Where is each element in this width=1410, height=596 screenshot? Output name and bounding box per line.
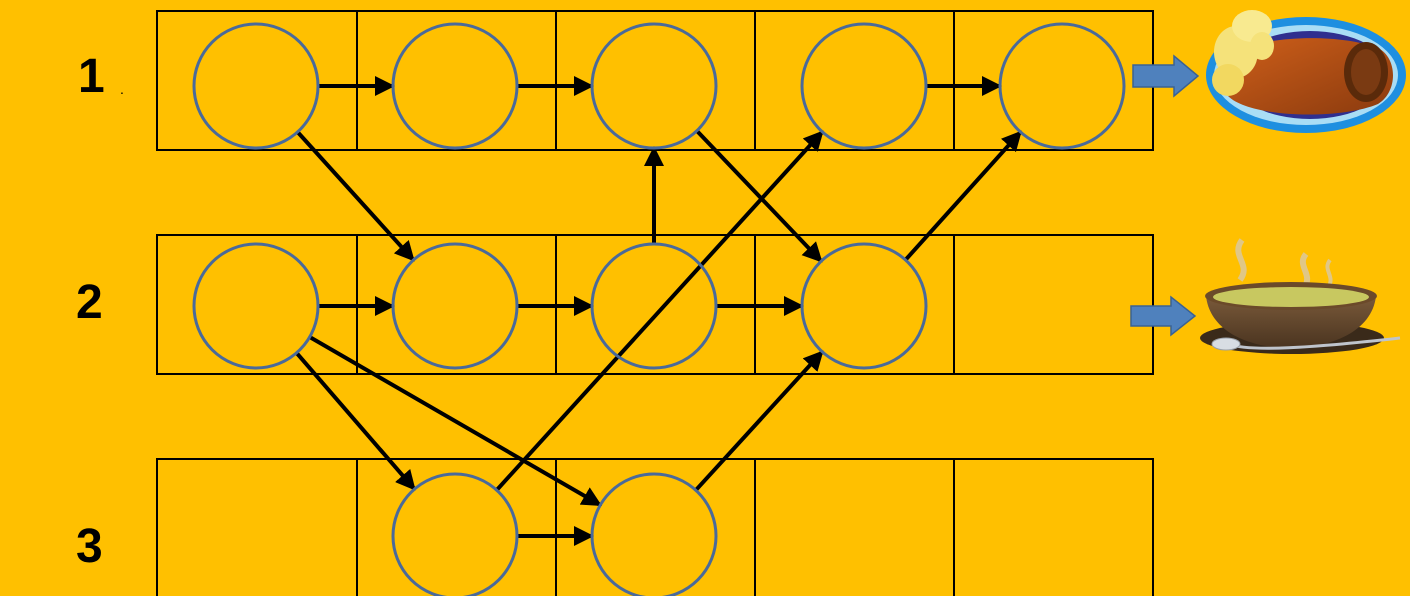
edge-r1c1-to-r2c2 [298, 132, 414, 260]
main-course-plate-icon [1206, 10, 1406, 133]
node-r2c2 [393, 244, 517, 368]
grid-cell [157, 459, 357, 596]
node-r2c4 [802, 244, 926, 368]
soup-bowl-icon [1200, 240, 1400, 354]
grid-cell [357, 11, 556, 150]
grid-cell [755, 459, 954, 596]
edge-r3c3-to-r2c4 [696, 352, 822, 490]
edge-r3c2-to-r1c4 [497, 132, 823, 490]
row-label-3: 3 [76, 520, 103, 573]
grid-cell [954, 235, 1153, 374]
grid-row-2 [157, 235, 1153, 374]
grid-cell [954, 459, 1153, 596]
node-r3c2 [393, 474, 517, 596]
node-r1c2 [393, 24, 517, 148]
node-r1c1 [194, 24, 318, 148]
node-r2c1 [194, 244, 318, 368]
pointer-arrow-row-2 [1131, 297, 1195, 335]
grid-cell [755, 11, 954, 150]
pointer-arrow-row-1 [1133, 56, 1198, 96]
grid-row-3 [157, 459, 1153, 596]
grid [157, 11, 1153, 596]
node-r1c5 [1000, 24, 1124, 148]
row-label-1: 1 [78, 50, 105, 103]
stray-dot: . [120, 81, 124, 97]
edge-r2c4-to-r1c5 [906, 132, 1021, 260]
grid-cell [157, 11, 357, 150]
grid-row-1 [157, 11, 1153, 150]
row-label-2: 2 [76, 276, 103, 329]
grid-cell [556, 459, 755, 596]
edges [297, 86, 1021, 536]
node-r1c3 [592, 24, 716, 148]
grid-cell [357, 459, 556, 596]
node-r3c3 [592, 474, 716, 596]
grid-cell [556, 11, 755, 150]
node-r2c3 [592, 244, 716, 368]
node-r1c4 [802, 24, 926, 148]
